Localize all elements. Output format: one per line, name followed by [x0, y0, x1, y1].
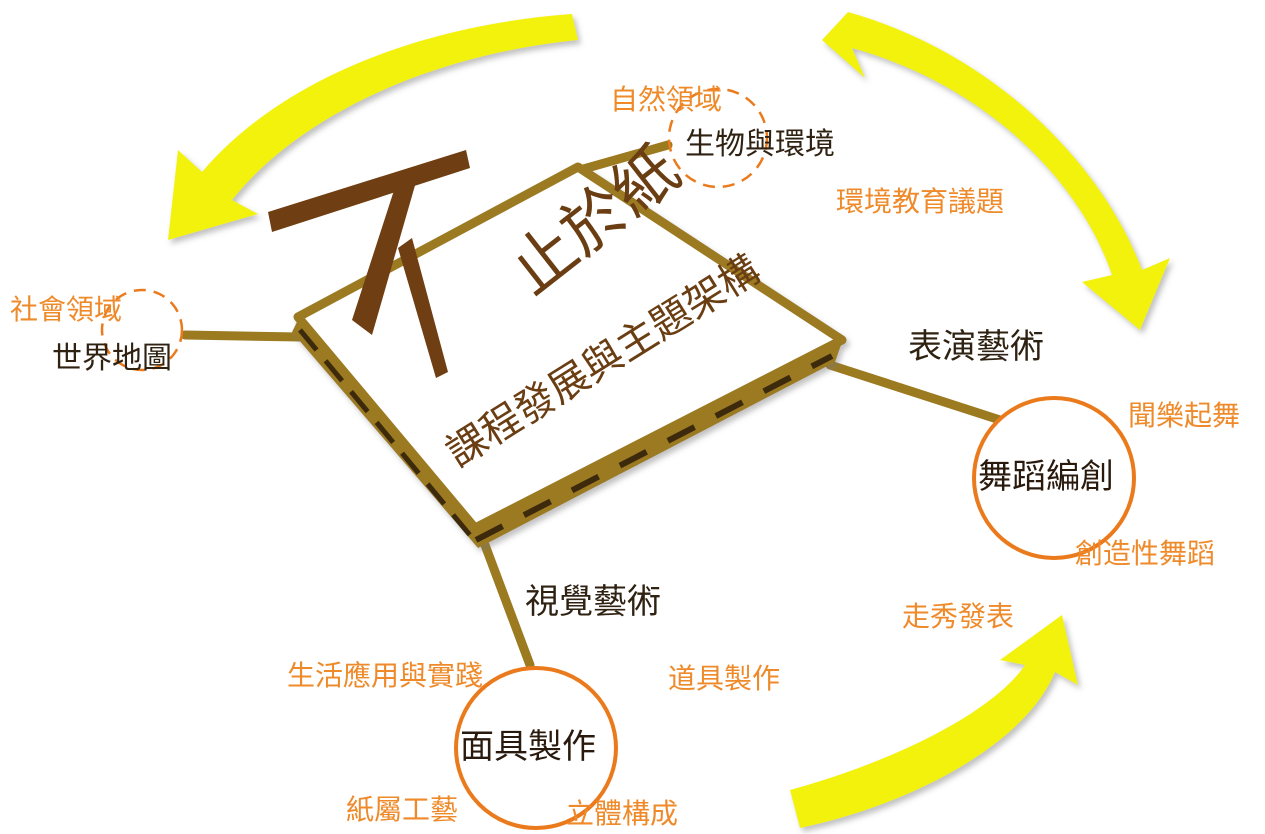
- circle-mask: [454, 666, 618, 830]
- label-world-map: 世界地圖: [52, 341, 172, 376]
- label-bio-env: 生物與環境: [685, 127, 835, 162]
- circle-dance: [972, 396, 1136, 560]
- label-dance-choreo: 舞蹈編創: [978, 457, 1114, 497]
- dashed-circle-social: [100, 288, 184, 372]
- arrow-top-right: [822, 12, 1170, 330]
- board: [292, 162, 847, 548]
- title-glyph-bu: [268, 150, 470, 378]
- arrow-bottom-right: [790, 615, 1078, 828]
- label-env-issue: 環境教育議題: [836, 185, 1005, 218]
- connector-lines: [180, 140, 1005, 670]
- label-nature-domain: 自然領域: [610, 83, 723, 116]
- label-3d-construction: 立體構成: [566, 797, 679, 830]
- label-runway: 走秀發表: [902, 600, 1015, 633]
- label-mask-making: 面具製作: [460, 727, 596, 767]
- label-life-apply: 生活應用與實踐: [287, 659, 484, 692]
- label-social-domain: 社會領域: [10, 293, 123, 326]
- label-paper-craft: 紙屬工藝: [346, 793, 459, 826]
- dashed-circle-nature: [667, 87, 769, 189]
- label-creative-dance: 創造性舞蹈: [1075, 537, 1216, 570]
- label-visual-arts: 視覺藝術: [525, 582, 661, 622]
- label-performing-arts: 表演藝術: [908, 327, 1044, 367]
- arrow-top-left: [168, 14, 578, 240]
- label-music-dance: 聞樂起舞: [1128, 399, 1241, 432]
- label-prop-making: 道具製作: [668, 662, 781, 695]
